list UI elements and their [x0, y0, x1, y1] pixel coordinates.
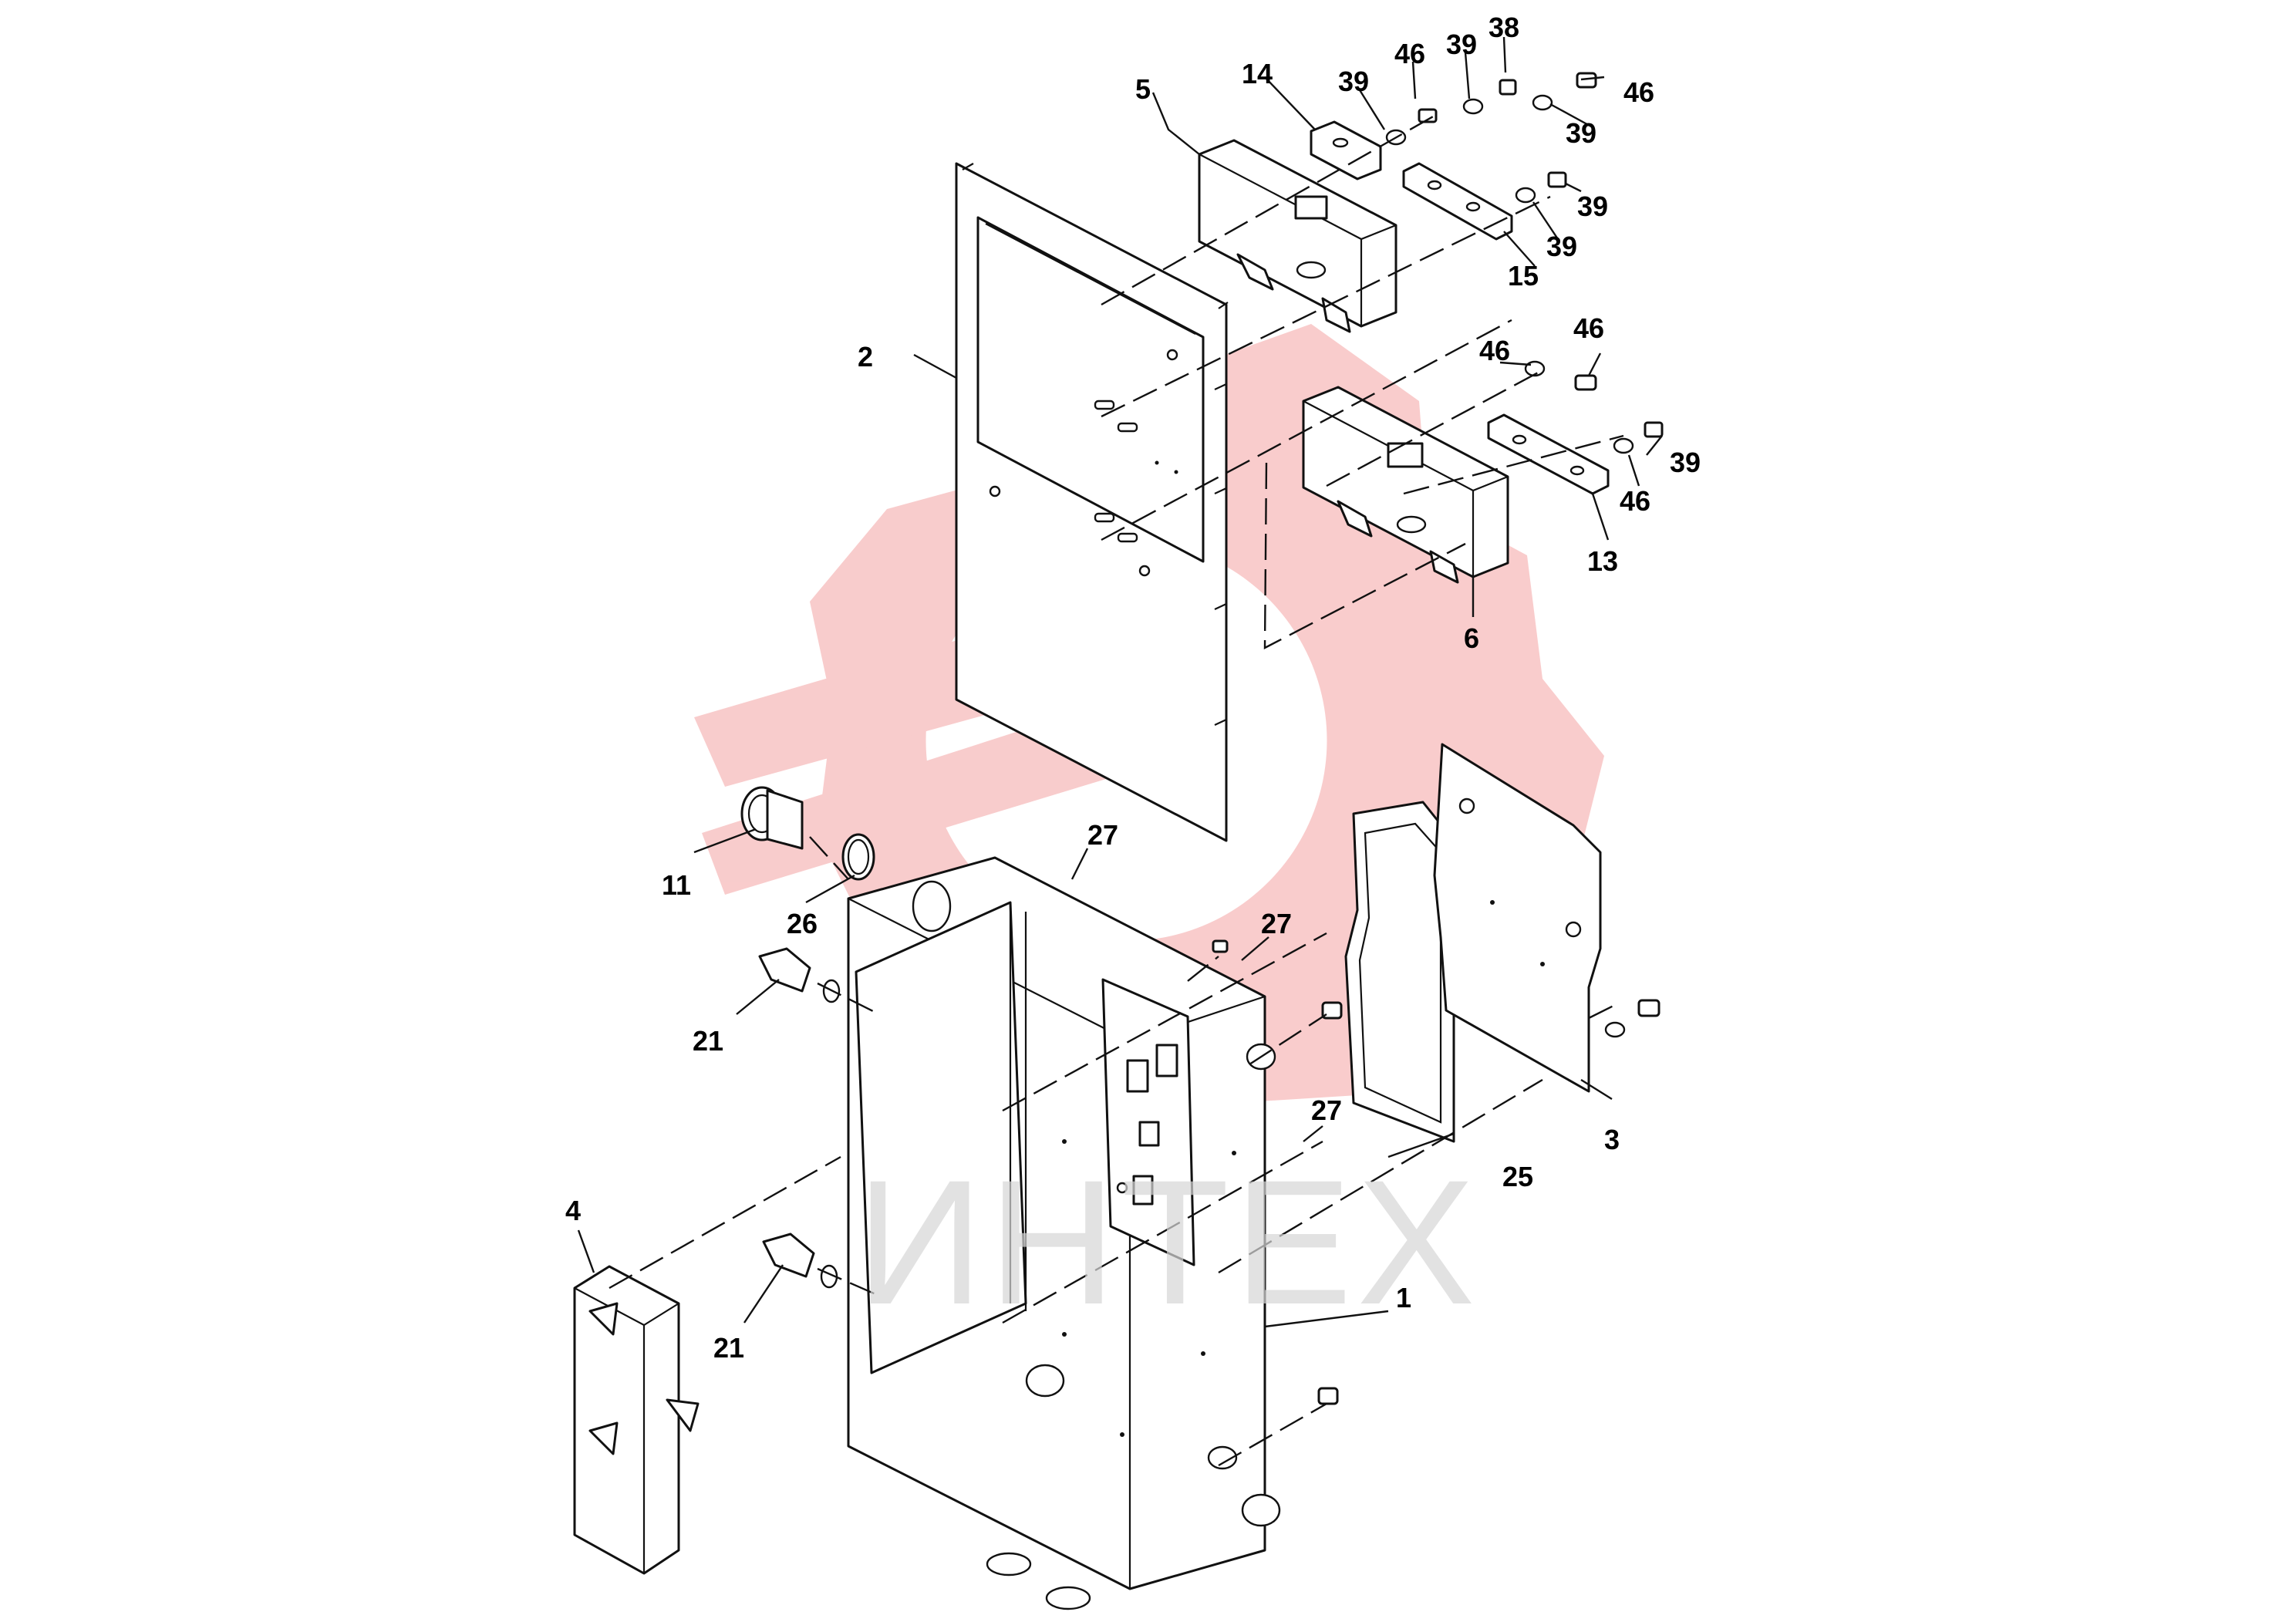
- callout-27-b: 27: [1261, 908, 1292, 939]
- callout-27-a: 27: [1087, 819, 1118, 851]
- callout-38-c: 39: [1670, 447, 1701, 478]
- callout-5: 5: [1135, 73, 1151, 105]
- callout-21-a: 21: [693, 1025, 723, 1057]
- strap-part-14: [1310, 120, 1382, 180]
- callout-46-c: 46: [1573, 312, 1604, 344]
- mounting-plate: [1101, 978, 1195, 1266]
- callout-39-f: 46: [1620, 485, 1650, 517]
- strap-part-15: [1402, 162, 1513, 241]
- callout-6: 6: [1464, 622, 1479, 654]
- strap-part-13: [1487, 413, 1610, 495]
- bracket-box-part-5: [1198, 139, 1397, 333]
- callout-11: 11: [662, 869, 691, 901]
- leader-lines: [577, 36, 1663, 1328]
- callout-27-c: 27: [1311, 1094, 1342, 1126]
- gasket-part-25: [1344, 801, 1455, 1143]
- callout-39-d: 39: [1546, 231, 1577, 262]
- watermark-text: ИНТЕХ: [856, 1143, 1480, 1341]
- callout-46-b: 46: [1623, 76, 1654, 108]
- callout-26: 26: [787, 908, 818, 939]
- connector-part-21-upper: [758, 947, 841, 1003]
- connector-part-21-lower: [762, 1233, 838, 1289]
- indicator-part-11: [740, 786, 804, 850]
- callout-46-a: 46: [1394, 38, 1425, 69]
- callout-25: 25: [1502, 1161, 1533, 1192]
- callout-15: 15: [1508, 260, 1539, 292]
- callout-39-e: 46: [1479, 335, 1510, 366]
- callout-4: 4: [565, 1195, 581, 1226]
- callout-13: 13: [1587, 545, 1618, 577]
- assembly-lines: [609, 114, 1624, 1467]
- callout-labels: 5 14 39 46 39 38 46 39 39 39 15 2 46 46 …: [565, 12, 1701, 1364]
- callout-14: 14: [1242, 58, 1273, 89]
- callout-3: 3: [1604, 1124, 1620, 1155]
- fasteners: [1182, 72, 1664, 1405]
- callout-39-c: 39: [1566, 117, 1596, 149]
- panel-frame-part-2: [955, 162, 1229, 842]
- o-ring-part-26: [841, 833, 875, 881]
- callout-21-b: 21: [713, 1332, 744, 1364]
- side-box-part-4: [573, 1265, 700, 1575]
- callout-38-b: 39: [1577, 191, 1608, 222]
- cover-plate-part-3: [1433, 743, 1602, 1093]
- callout-39-b: 39: [1446, 29, 1477, 60]
- callout-1: 1: [1396, 1282, 1411, 1313]
- callout-38-a: 38: [1489, 12, 1519, 43]
- callout-39-a: 39: [1338, 66, 1369, 97]
- callout-2: 2: [858, 341, 873, 373]
